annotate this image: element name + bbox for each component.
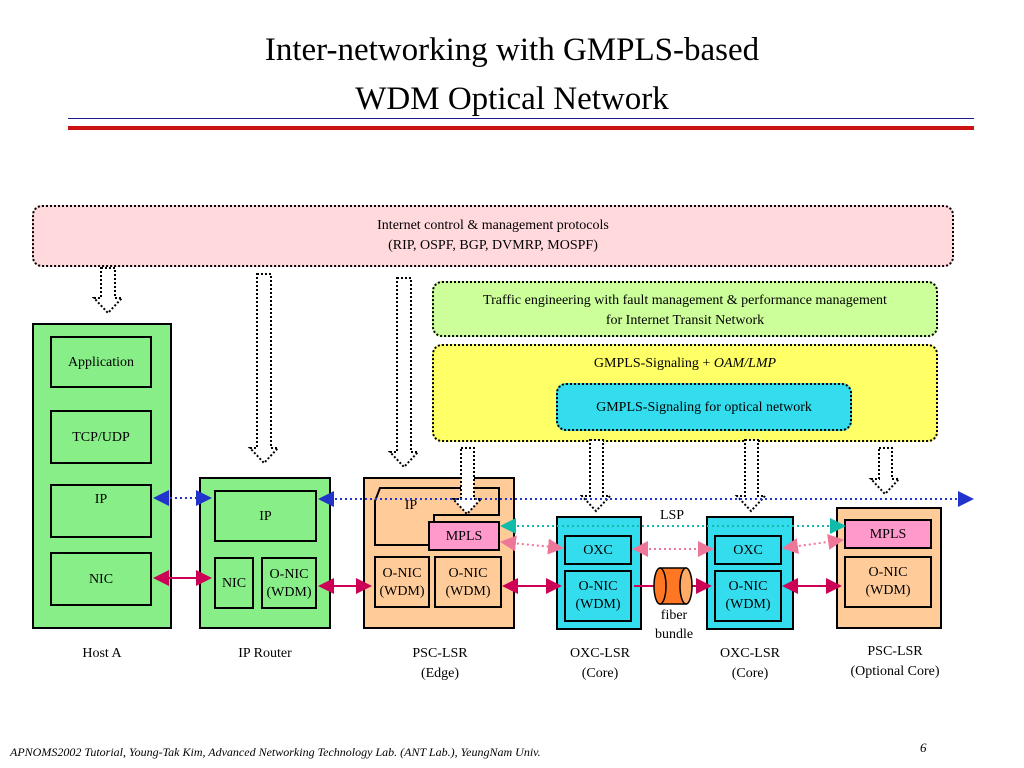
slide-title-line1: Inter-networking with GMPLS-based [264, 32, 760, 68]
oxc-core-2-caption: OXC-LSR(Core) [720, 646, 780, 681]
traffic-line2: for Internet Transit Network [605, 313, 765, 328]
down-arrow-psc-edge-mpls [450, 447, 484, 516]
gmpls-optical-box: GMPLS-Signaling for optical network [556, 383, 852, 431]
ip-router-caption: IP Router [238, 646, 292, 661]
oxc-core-1-caption: OXC-LSR(Core) [570, 646, 630, 681]
traffic-engineering-band: Traffic engineering with fault managemen… [432, 281, 938, 337]
ip-router-onic: O-NIC(WDM) [261, 557, 317, 609]
oxc-core-2-onic: O-NIC(WDM) [714, 570, 782, 622]
slide-title-line2: WDM Optical Network [355, 81, 669, 117]
host-a-ip-layer: IP [50, 484, 152, 538]
title-rule-red [68, 126, 974, 130]
psc-edge-mpls: MPLS [428, 521, 500, 551]
down-arrow-oxc-core-1 [579, 439, 613, 513]
psc-edge-caption: PSC-LSR(Edge) [412, 646, 468, 681]
gmpls-optical-label: GMPLS-Signaling for optical network [596, 400, 812, 415]
hollow-down-arrow-icon [91, 267, 902, 516]
host-a-nic-layer: NIC [50, 552, 152, 606]
control-line2: (RIP, OSPF, BGP, DVMRP, MOSPF) [388, 238, 598, 253]
mpls-oxc-link-1 [500, 535, 564, 555]
oxc-mpls-link-2 [782, 533, 844, 555]
psc-optional-mpls: MPLS [844, 519, 932, 549]
down-arrow-psc-edge [387, 277, 421, 469]
host-a-tcp-udp-layer: TCP/UDP [50, 410, 152, 464]
control-management-band: Internet control & management protocols … [32, 205, 954, 267]
ip-router-ip-layer: IP [214, 490, 317, 542]
oxc-core-1-onic: O-NIC(WDM) [564, 570, 632, 622]
oxc-core-1-oxc: OXC [564, 535, 632, 565]
host-a-application-layer: Application [50, 336, 152, 388]
host-a-caption: Host A [82, 646, 122, 661]
fiber-bundle-icon [653, 567, 693, 605]
psc-edge-onic-left: O-NIC(WDM) [374, 556, 430, 608]
slide-footer: APNOMS2002 Tutorial, Young-Tak Kim, Adva… [10, 745, 541, 759]
down-arrow-ip-router [247, 273, 281, 465]
control-line1: Internet control & management protocols [377, 218, 609, 233]
down-arrow-host-a [91, 267, 125, 315]
psc-edge-onic-right: O-NIC(WDM) [434, 556, 502, 608]
ip-router-nic: NIC [214, 557, 254, 609]
psc-optional-caption: PSC-LSR(Optional Core) [850, 644, 940, 679]
page-number: 6 [920, 740, 927, 755]
traffic-line1: Traffic engineering with fault managemen… [483, 293, 887, 308]
down-arrow-psc-optional [868, 447, 902, 496]
gmpls-signaling-label: GMPLS-Signaling + OAM/LMP [593, 356, 777, 371]
down-arrow-oxc-core-2 [734, 439, 768, 513]
oxc-core-2-oxc: OXC [714, 535, 782, 565]
title-rule-blue [68, 118, 974, 119]
psc-optional-onic: O-NIC(WDM) [844, 556, 932, 608]
